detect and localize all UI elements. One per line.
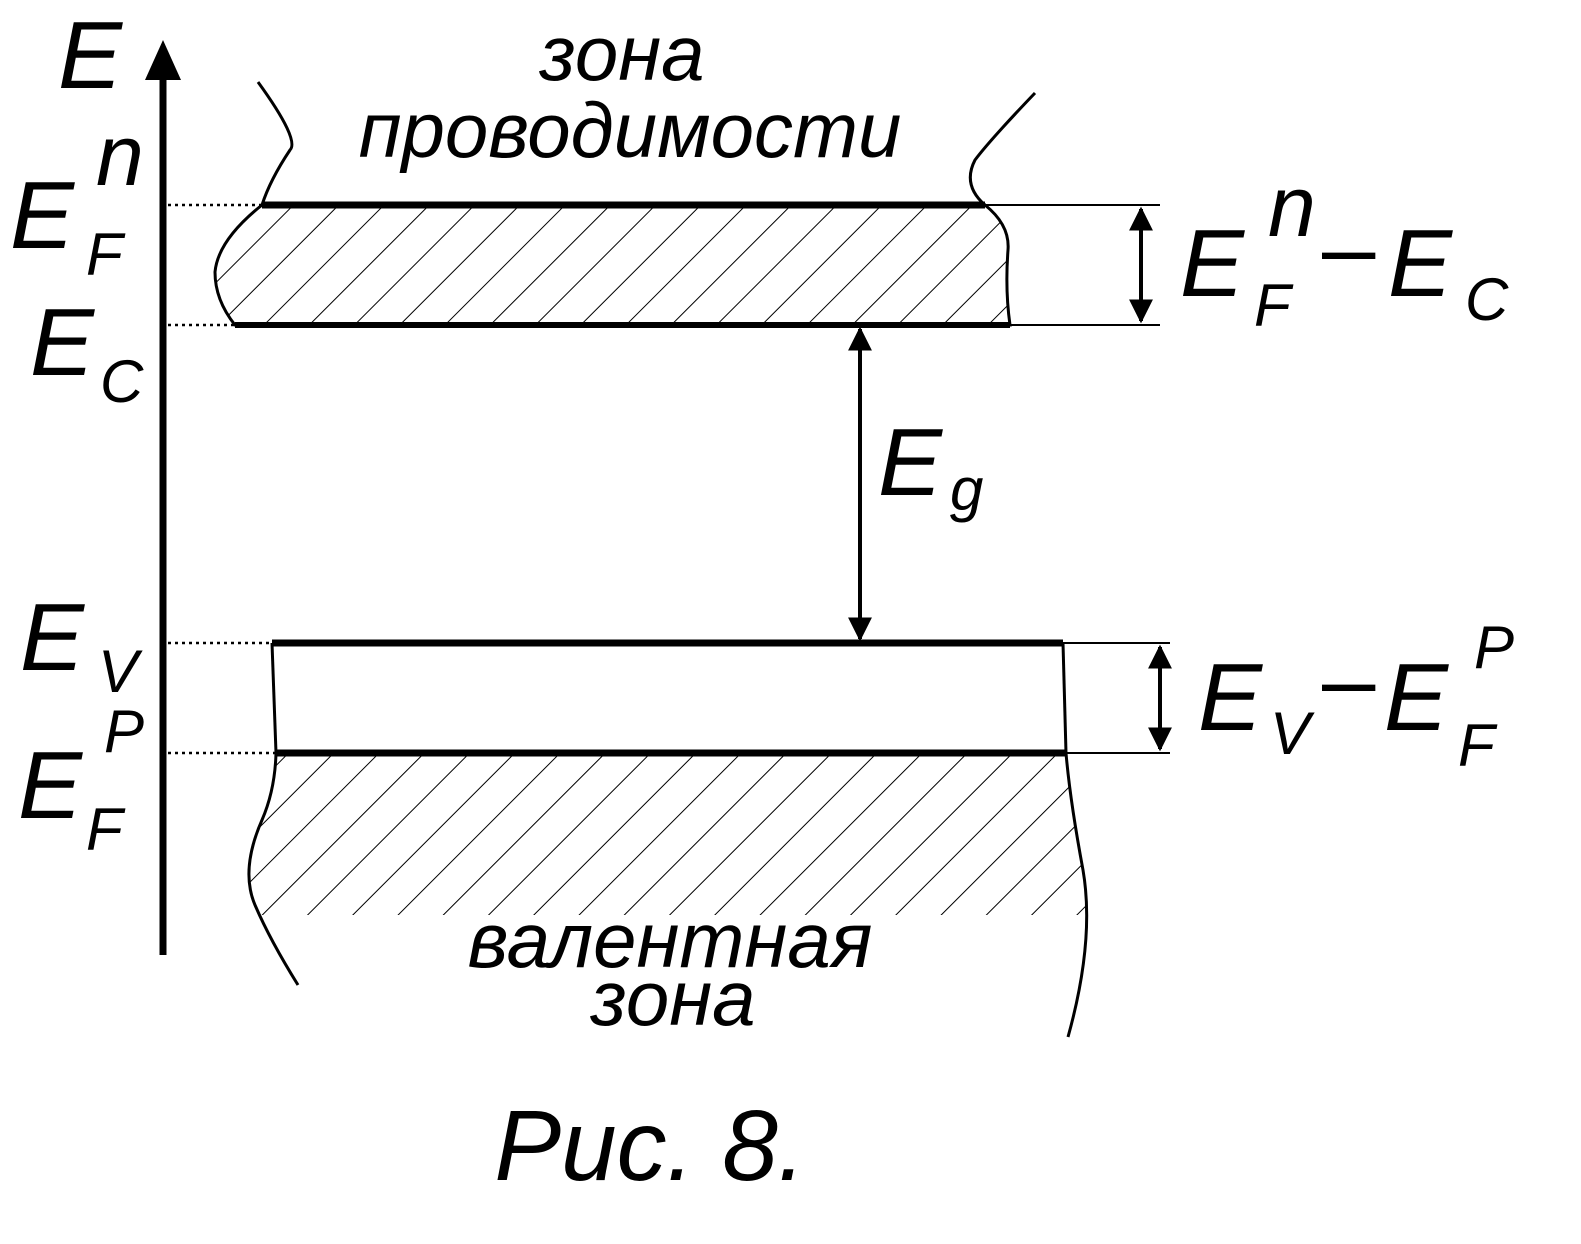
- svg-text:C: C: [100, 348, 144, 415]
- svg-text:P: P: [104, 698, 144, 765]
- svg-text:n: n: [1268, 159, 1316, 255]
- svg-text:E: E: [1388, 210, 1453, 317]
- svg-text:F: F: [1254, 272, 1294, 339]
- band-gap-label: E g: [878, 409, 983, 523]
- dimension-arrows: [848, 206, 1172, 752]
- svg-text:E: E: [30, 289, 95, 396]
- svg-text:E: E: [1198, 644, 1263, 751]
- svg-text:F: F: [86, 221, 126, 288]
- svg-text:P: P: [1474, 614, 1514, 681]
- ev-minus-fermi-p-label: E V – E F P: [1198, 614, 1514, 779]
- conduction-zone-label-2: проводимости: [359, 86, 902, 174]
- valence-filled-region: [247, 752, 1089, 1038]
- svg-text:E: E: [18, 732, 83, 839]
- right-extension-lines: [985, 204, 1170, 754]
- svg-text:E: E: [10, 162, 75, 269]
- svg-text:–: –: [1322, 194, 1376, 301]
- svg-text:F: F: [86, 796, 126, 863]
- svg-text:g: g: [950, 456, 983, 523]
- svg-text:E: E: [878, 409, 943, 516]
- svg-text:V: V: [1270, 700, 1315, 767]
- svg-text:–: –: [1322, 626, 1376, 733]
- svg-text:F: F: [1458, 712, 1498, 779]
- conduction-filled-region: [213, 201, 1012, 328]
- energy-axis: [145, 40, 181, 955]
- valence-zone-label-1: валентная: [468, 896, 873, 984]
- label-conduction-edge: E C: [30, 289, 144, 415]
- level-guides: [168, 203, 276, 755]
- svg-text:E: E: [20, 584, 85, 691]
- svg-text:E: E: [1180, 210, 1245, 317]
- label-fermi-p: E F P: [18, 698, 144, 863]
- axis-label: E: [58, 2, 123, 109]
- svg-text:n: n: [96, 108, 144, 204]
- conduction-band-outline: [256, 81, 1037, 207]
- fermi-n-minus-ec-label: E F n – E C: [1180, 159, 1509, 339]
- figure-caption: Рис. 8.: [494, 1090, 805, 1202]
- conduction-zone-label-1: зона: [538, 9, 704, 97]
- valence-zone-label-2: зона: [589, 954, 755, 1042]
- svg-text:E: E: [1384, 644, 1449, 751]
- valence-empty-region: [270, 639, 1068, 757]
- label-valence-edge: E V: [20, 584, 143, 705]
- label-fermi-n: E F n: [10, 108, 144, 288]
- svg-text:C: C: [1465, 266, 1509, 333]
- svg-text:V: V: [98, 638, 143, 705]
